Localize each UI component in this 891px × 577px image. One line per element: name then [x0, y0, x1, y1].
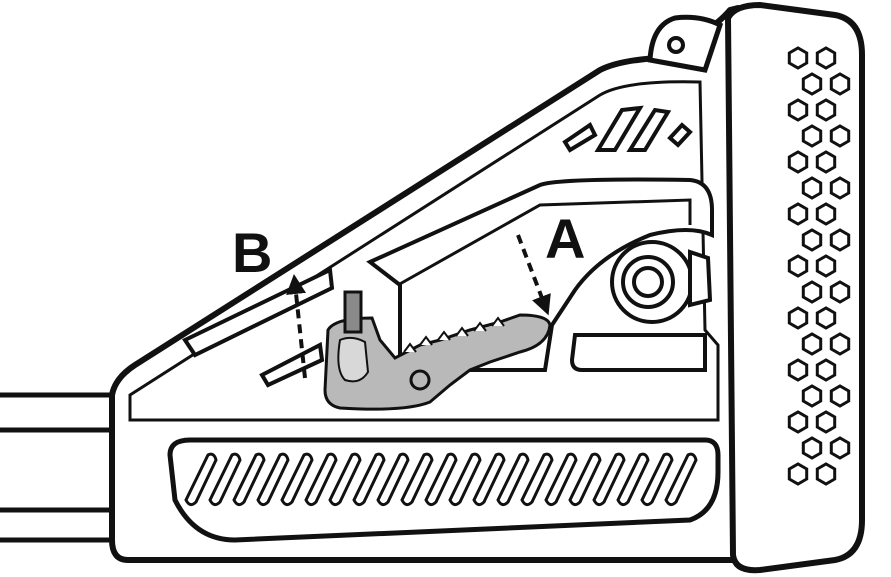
grip-rib — [256, 452, 290, 507]
grip-rib — [472, 452, 506, 507]
grip-rib — [544, 452, 578, 507]
hex-vent — [801, 384, 823, 408]
mounting-tab — [647, 14, 724, 73]
hex-vent — [815, 254, 837, 278]
hex-vent — [787, 410, 809, 434]
hex-vent — [829, 384, 851, 408]
latch-window — [366, 177, 714, 372]
latch-lever — [323, 290, 552, 411]
grip-rib — [520, 452, 554, 507]
hex-vent — [787, 254, 809, 278]
grip-rib — [664, 452, 698, 507]
arrow-b — [286, 274, 307, 379]
shaft-tube — [0, 392, 112, 543]
hex-vent-grid — [787, 46, 851, 486]
upper-frame-slots — [562, 105, 693, 153]
latch-window-inner — [397, 198, 692, 287]
grip-rib — [376, 452, 410, 507]
grip-rib — [208, 452, 242, 507]
label-b: B — [232, 221, 272, 284]
hex-vent — [815, 410, 837, 434]
grip-rib — [448, 452, 482, 507]
hex-vent — [787, 306, 809, 330]
hex-vent — [801, 72, 823, 96]
pivot-wheel — [610, 240, 713, 324]
hex-vent — [829, 228, 851, 252]
hex-vent — [829, 332, 851, 356]
grip-rib — [280, 452, 314, 507]
lower-right-slot — [569, 333, 707, 372]
grip-rib — [400, 452, 434, 507]
hex-vent — [801, 436, 823, 460]
grip-rib — [616, 452, 650, 507]
hex-vent — [787, 98, 809, 122]
hex-vent — [801, 332, 823, 356]
hex-vent — [815, 150, 837, 174]
grip-rib — [184, 452, 218, 507]
grip-rib — [640, 452, 674, 507]
hex-vent — [829, 124, 851, 148]
hex-vent — [815, 98, 837, 122]
grip-rib — [328, 452, 362, 507]
hex-vent — [787, 462, 809, 486]
hex-vent — [815, 358, 837, 382]
latch-tab — [343, 290, 363, 334]
grip-rib — [232, 452, 266, 507]
hex-vent — [801, 228, 823, 252]
hex-vent — [787, 150, 809, 174]
grip-rib — [424, 452, 458, 507]
grip-rib — [352, 452, 386, 507]
hex-vent — [787, 202, 809, 226]
hex-vent — [801, 280, 823, 304]
hex-vent — [829, 176, 851, 200]
arrow-a — [516, 234, 551, 316]
grip-ribs — [184, 452, 698, 507]
grip-rib — [496, 452, 530, 507]
hex-vent — [787, 46, 809, 70]
hex-vent — [815, 306, 837, 330]
hex-vent — [829, 280, 851, 304]
hex-vent — [815, 202, 837, 226]
grip-rib — [568, 452, 602, 507]
hex-vent — [801, 124, 823, 148]
grip-rib — [304, 452, 338, 507]
label-a: A — [545, 207, 585, 270]
latch-hand-symbol — [337, 336, 370, 383]
hex-vent — [829, 436, 851, 460]
hex-vent — [801, 176, 823, 200]
hex-vent — [829, 72, 851, 96]
hex-vent — [787, 358, 809, 382]
grip-rib — [592, 452, 626, 507]
hex-vent — [815, 46, 837, 70]
hex-vent — [815, 462, 837, 486]
housing-inner-rim — [128, 80, 720, 422]
